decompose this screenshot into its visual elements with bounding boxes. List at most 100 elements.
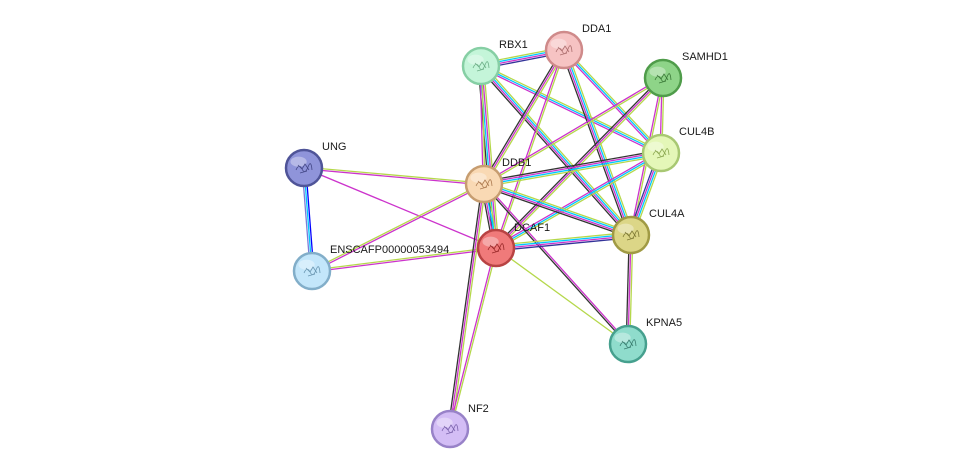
- edge-strand: [484, 155, 662, 188]
- node-enscafp00000053494-structure-glyph: [303, 266, 321, 277]
- edge-enscafp00000053494-dcaf1[interactable]: [311, 246, 497, 273]
- node-ung-highlight: [290, 156, 307, 167]
- edge-strand: [495, 77, 664, 249]
- edge-rbx1-cul4a[interactable]: [478, 63, 634, 238]
- node-cul4b-structure-glyph: [652, 148, 670, 159]
- node-nf2-structure-glyph: [441, 424, 459, 435]
- edge-dcaf1-cul4a[interactable]: [495, 231, 632, 252]
- edge-samhd1-ddb1[interactable]: [483, 76, 664, 186]
- edge-strand: [450, 248, 498, 430]
- node-cul4a-highlight: [617, 223, 634, 234]
- edge-cul4b-dcaf1[interactable]: [494, 150, 663, 251]
- edge-ung-ddb1[interactable]: [303, 166, 485, 186]
- edge-strand: [496, 153, 663, 251]
- node-dcaf1[interactable]: DCAF1: [476, 222, 550, 268]
- edge-rbx1-ddb1[interactable]: [479, 65, 486, 185]
- node-dcaf1-disc: [476, 228, 516, 268]
- node-kpna5[interactable]: KPNA5: [608, 317, 682, 364]
- node-ddb1-structure-glyph: [475, 179, 493, 190]
- edge-strand: [479, 66, 631, 237]
- node-samhd1-disc: [643, 58, 683, 98]
- edge-strand: [495, 233, 631, 248]
- node-dcaf1-structure-glyph: [487, 243, 505, 254]
- edge-strand: [496, 237, 632, 252]
- node-rbx1-label: RBX1: [499, 39, 528, 51]
- node-nf2-label: NF2: [468, 403, 489, 415]
- edge-dcaf1-nf2[interactable]: [448, 247, 498, 430]
- node-enscafp00000053494-label: ENSCAFP00000053494: [330, 244, 449, 256]
- edge-strand: [449, 183, 485, 430]
- node-dda1-disc: [544, 30, 584, 70]
- edge-strand: [484, 50, 567, 186]
- edge-strand: [478, 67, 630, 238]
- node-ddb1[interactable]: DDB1: [464, 157, 531, 204]
- edge-strand: [481, 63, 663, 152]
- node-cul4b-label: CUL4B: [679, 126, 714, 138]
- edge-strand: [312, 248, 497, 273]
- node-ung[interactable]: UNG: [284, 141, 346, 188]
- edge-dcaf1-kpna5[interactable]: [495, 247, 629, 345]
- node-dda1-highlight: [550, 38, 567, 49]
- edge-strand: [479, 67, 661, 156]
- edge-strand: [483, 65, 500, 248]
- edge-enscafp00000053494-ddb1[interactable]: [311, 182, 485, 273]
- edge-strand: [562, 50, 661, 155]
- edge-strand: [484, 78, 664, 186]
- edge-strand: [564, 48, 663, 153]
- node-ddb1-disc: [464, 164, 504, 204]
- edge-strand: [481, 48, 564, 184]
- edge-strand: [495, 231, 631, 246]
- node-nf2-disc: [430, 409, 470, 449]
- edge-strand: [564, 49, 633, 235]
- node-nf2-highlight: [436, 417, 453, 428]
- edge-cul4b-ddb1[interactable]: [483, 149, 662, 188]
- edge-strand: [479, 66, 484, 185]
- node-dda1-structure-glyph: [555, 45, 573, 56]
- edge-rbx1-cul4b[interactable]: [479, 63, 663, 156]
- edge-strand: [495, 152, 662, 249]
- edge-strand: [484, 153, 662, 186]
- edge-strand: [304, 166, 485, 184]
- node-rbx1-structure-glyph: [472, 61, 490, 72]
- node-dcaf1-label: DCAF1: [514, 222, 550, 234]
- edge-strand: [480, 65, 662, 154]
- edge-strand: [483, 151, 661, 184]
- edge-dda1-dcaf1[interactable]: [494, 49, 566, 249]
- node-cul4b-disc: [641, 133, 681, 173]
- node-enscafp00000053494[interactable]: ENSCAFP00000053494: [292, 244, 449, 291]
- node-rbx1-highlight: [467, 54, 484, 65]
- edge-strand: [482, 185, 631, 239]
- edge-ung-dcaf1[interactable]: [303, 167, 497, 249]
- edge-strand: [481, 64, 633, 235]
- node-rbx1[interactable]: RBX1: [461, 39, 528, 86]
- node-enscafp00000053494-disc: [292, 251, 332, 291]
- edge-ddb1-nf2[interactable]: [447, 183, 487, 430]
- edge-strand: [483, 76, 663, 184]
- node-cul4a-disc: [611, 215, 651, 255]
- node-samhd1-highlight: [649, 66, 666, 77]
- node-cul4a-structure-glyph: [622, 230, 640, 241]
- edge-strand: [483, 184, 631, 237]
- node-dcaf1-highlight: [482, 236, 499, 247]
- node-ung-structure-glyph: [295, 163, 313, 174]
- node-cul4a[interactable]: CUL4A: [611, 208, 685, 255]
- edge-strand: [481, 65, 486, 184]
- edge-strand: [560, 50, 630, 237]
- edge-strand: [483, 149, 661, 182]
- node-samhd1[interactable]: SAMHD1: [643, 51, 728, 98]
- edge-strand: [494, 150, 661, 248]
- node-nf2[interactable]: NF2: [430, 403, 489, 449]
- node-cul4b-highlight: [647, 141, 664, 152]
- edge-dda1-cul4b[interactable]: [562, 48, 663, 155]
- edge-strand: [483, 49, 565, 185]
- edge-ddb1-kpna5[interactable]: [482, 182, 630, 346]
- edge-dda1-ddb1[interactable]: [481, 48, 567, 186]
- edge-ddb1-cul4a[interactable]: [482, 180, 633, 239]
- node-cul4b[interactable]: CUL4B: [641, 126, 714, 173]
- node-ddb1-label: DDB1: [502, 157, 531, 169]
- node-rbx1-disc: [461, 46, 501, 86]
- node-enscafp00000053494-highlight: [298, 259, 315, 270]
- node-dda1[interactable]: DDA1: [544, 23, 611, 70]
- node-ung-disc: [284, 148, 324, 188]
